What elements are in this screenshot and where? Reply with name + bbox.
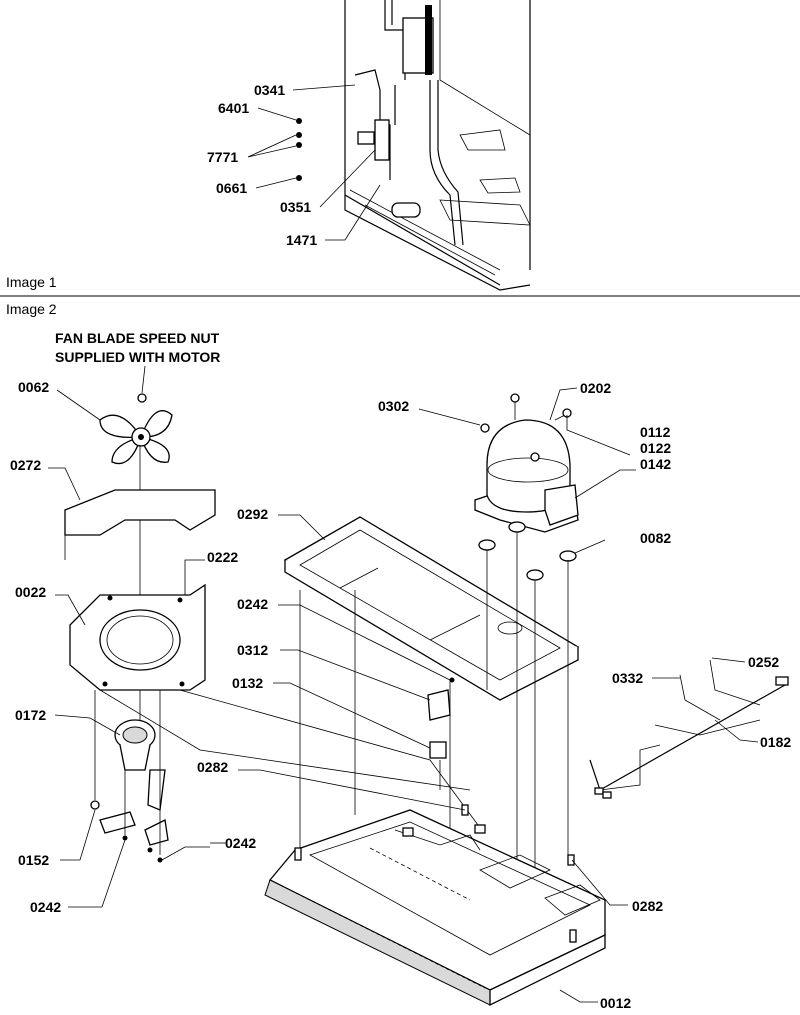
callout-0202: 0202 — [580, 380, 611, 396]
callout-0351: 0351 — [280, 199, 311, 215]
wire-harness — [589, 659, 789, 799]
callout-0012: 0012 — [600, 995, 631, 1011]
callout-0132: 0132 — [232, 675, 263, 691]
overload-relay — [429, 741, 447, 759]
callout-0272: 0272 — [10, 457, 41, 473]
callout-0292: 0292 — [237, 506, 268, 522]
motor-bracket-lower — [144, 819, 169, 846]
callout-0062: 0062 — [18, 379, 49, 395]
screw-7771a — [296, 132, 302, 138]
callout-0332: 0332 — [612, 670, 643, 686]
callout-0182: 0182 — [760, 734, 791, 750]
callout-0112: 0112 — [640, 424, 671, 440]
callout-7771: 7771 — [207, 149, 238, 165]
screw-7771b — [296, 142, 302, 148]
callout-1471: 1471 — [286, 232, 317, 248]
image1-assembly — [247, 0, 531, 291]
speed-nut — [137, 393, 147, 403]
callout-0142: 0142 — [640, 456, 671, 472]
callout-0222: 0222 — [207, 549, 238, 565]
motor-bracket-right — [147, 769, 166, 811]
callout-0172: 0172 — [15, 707, 46, 723]
callout-0282-a: 0282 — [197, 759, 228, 775]
fan-motor — [114, 719, 156, 771]
fan-blade — [99, 410, 173, 465]
note-line2: SUPPLIED WITH MOTOR — [55, 349, 220, 365]
callout-0341: 0341 — [254, 82, 285, 98]
compressor — [474, 393, 579, 533]
callout-0282-b: 0282 — [632, 898, 663, 914]
callout-0082: 0082 — [640, 530, 671, 546]
caption-image2: Image 2 — [6, 301, 57, 317]
fan-shroud — [64, 489, 216, 536]
grommets — [478, 521, 577, 581]
clamp — [357, 131, 375, 145]
callout-6401: 6401 — [218, 100, 249, 116]
base-pan — [264, 804, 606, 1007]
note-line1: FAN BLADE SPEED NUT — [55, 330, 220, 346]
callout-0661: 0661 — [216, 180, 247, 196]
drier — [374, 119, 390, 161]
callout-0312: 0312 — [237, 642, 268, 658]
callout-0152: 0152 — [18, 852, 49, 868]
callout-0242-b: 0242 — [225, 835, 256, 851]
callout-0242-c: 0242 — [237, 596, 268, 612]
drain-pan — [283, 516, 580, 701]
defrost-timer — [427, 689, 451, 721]
screw-6401 — [296, 118, 302, 124]
motor-bracket-left — [99, 811, 136, 834]
screw-0661 — [296, 175, 302, 181]
callout-0252: 0252 — [748, 654, 779, 670]
fan-bracket — [69, 583, 206, 691]
callout-0302: 0302 — [378, 398, 409, 414]
heater — [391, 202, 421, 218]
caption-image1: Image 1 — [6, 274, 57, 290]
start-relay — [544, 484, 579, 526]
capillary-tube — [425, 5, 432, 75]
callout-0242-a: 0242 — [30, 899, 61, 915]
callout-0122: 0122 — [640, 440, 671, 456]
callout-0022: 0022 — [15, 584, 46, 600]
